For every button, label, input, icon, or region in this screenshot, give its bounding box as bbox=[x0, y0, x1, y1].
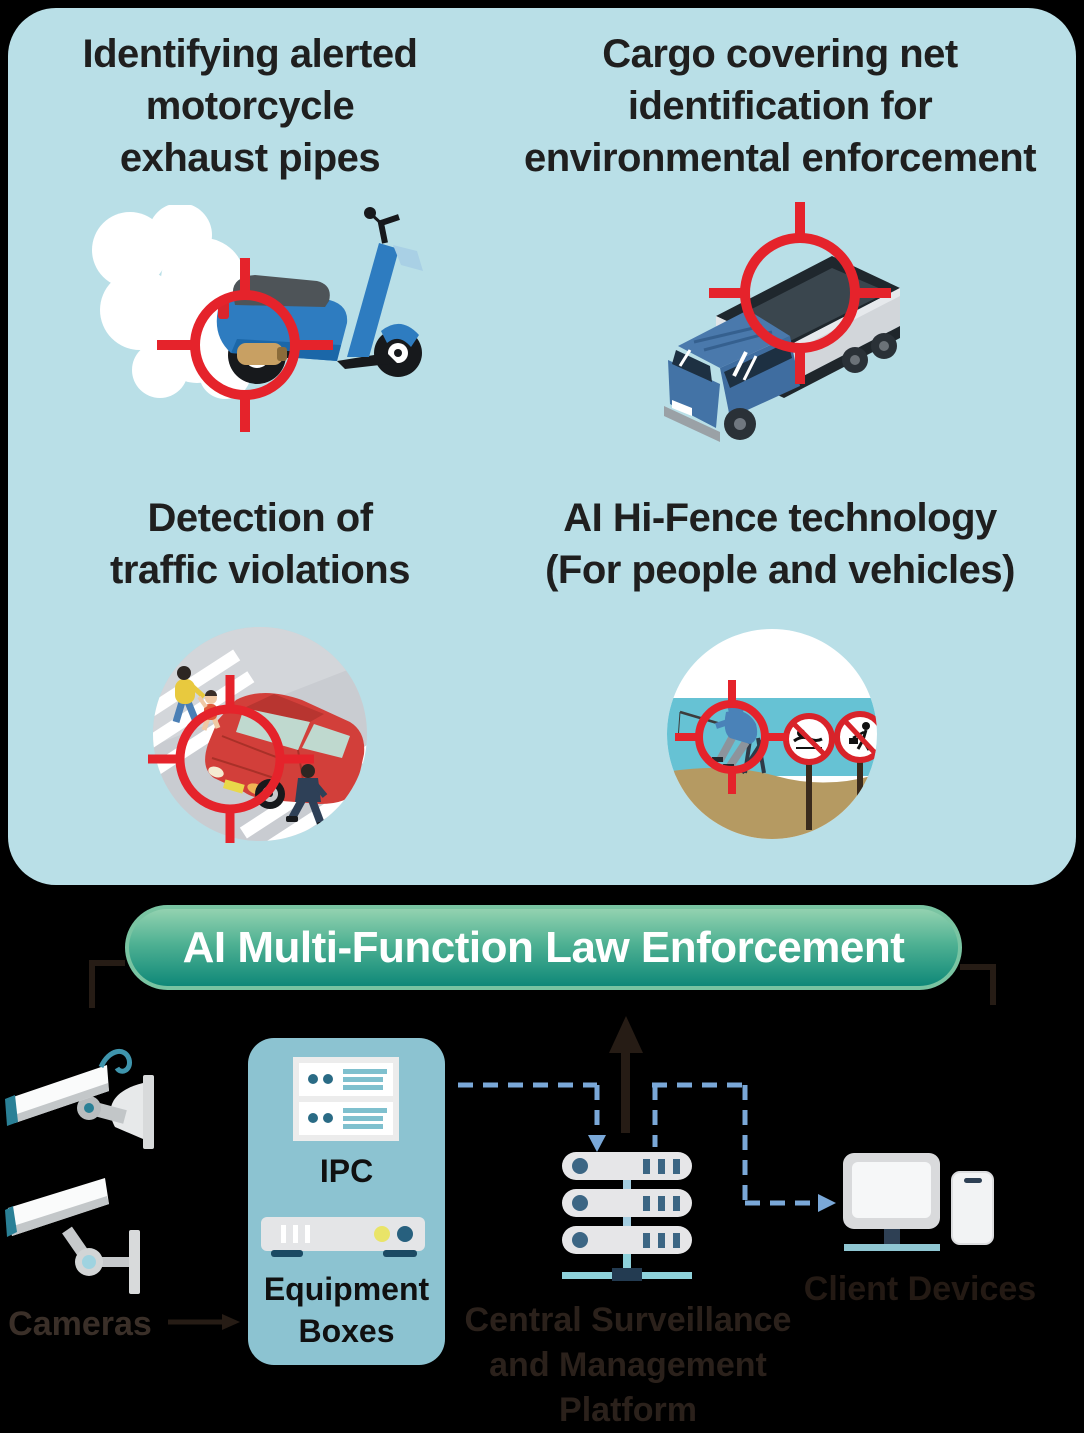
right-bracket-line bbox=[960, 964, 996, 1005]
crosshair-icon bbox=[157, 258, 333, 432]
banner: AI Multi-Function Law Enforcement bbox=[125, 905, 962, 990]
title-line: traffic violations bbox=[110, 548, 410, 592]
up-arrow-icon bbox=[609, 1016, 643, 1133]
crosshair-icon bbox=[709, 202, 891, 384]
ipc-label: IPC bbox=[319, 1153, 374, 1189]
title-line: (For people and vehicles) bbox=[545, 548, 1015, 592]
crosshair-icon bbox=[675, 680, 789, 794]
title-line: identification for bbox=[627, 84, 933, 128]
down-arrowhead-icon bbox=[588, 1135, 606, 1152]
feature-title-exhaust: Identifying alerted motorcycle exhaust p… bbox=[0, 28, 500, 184]
no-fishing-sign-icon bbox=[834, 711, 877, 812]
title-line: Identifying alerted bbox=[82, 32, 419, 76]
cameras-arrow-icon bbox=[168, 1314, 240, 1330]
truck-icon bbox=[664, 256, 900, 442]
left-bracket-line bbox=[89, 960, 125, 1008]
traffic-violation-illustration bbox=[148, 627, 367, 843]
title-line: environmental enforcement bbox=[523, 136, 1037, 180]
ipc-server-icon bbox=[293, 1057, 399, 1141]
cctv-camera-icon bbox=[5, 1178, 140, 1294]
pedestrian-suit-icon bbox=[286, 764, 329, 828]
red-car-icon bbox=[205, 693, 365, 809]
equipment-boxes-label: Equipment Boxes bbox=[248, 1268, 445, 1352]
flow-diagram bbox=[5, 960, 996, 1330]
title-line: Cargo covering net bbox=[602, 32, 958, 76]
title-line: Detection of bbox=[147, 496, 373, 540]
title-line: exhaust pipes bbox=[119, 136, 381, 180]
client-devices-label: Client Devices bbox=[803, 1270, 1037, 1308]
equipment-boxes-panel: IPC Equipment Boxes bbox=[248, 1038, 445, 1365]
label-line: Central Surveillance bbox=[464, 1301, 792, 1339]
sand bbox=[667, 767, 877, 839]
hifence-beach-illustration bbox=[667, 629, 877, 839]
label-line: and Management bbox=[489, 1346, 767, 1384]
client-devices-icon bbox=[843, 1153, 994, 1251]
feature-title-hifence: AI Hi-Fence technology (For people and v… bbox=[530, 492, 1030, 596]
banner-title: AI Multi-Function Law Enforcement bbox=[182, 922, 905, 972]
title-line: AI Hi-Fence technology bbox=[563, 496, 997, 540]
equipment-box-icon bbox=[261, 1217, 425, 1257]
feature-title-cargo: Cargo covering net identification for en… bbox=[500, 28, 1060, 184]
crosshair-icon bbox=[148, 675, 314, 843]
title-line: motorcycle bbox=[145, 84, 355, 128]
feature-title-traffic: Detection of traffic violations bbox=[10, 492, 510, 596]
dashed-flow-lines bbox=[458, 1082, 816, 1206]
label-line: Equipment bbox=[263, 1271, 430, 1307]
label-line: Boxes bbox=[298, 1313, 395, 1349]
cargo-truck-illustration bbox=[664, 202, 900, 442]
scooter-icon bbox=[216, 207, 423, 384]
platform-label: Central Surveillance and Management Plat… bbox=[448, 1298, 808, 1433]
smoking-scooter-illustration bbox=[92, 205, 423, 432]
server-stack-icon bbox=[562, 1152, 692, 1281]
fisherman-icon bbox=[677, 700, 766, 775]
cameras-label: Cameras bbox=[8, 1305, 152, 1343]
pedestrian-adult-child-icon bbox=[172, 666, 221, 731]
label-line: Platform bbox=[559, 1391, 697, 1429]
right-arrowhead-icon bbox=[818, 1194, 836, 1212]
cctv-camera-icon bbox=[5, 1049, 154, 1149]
